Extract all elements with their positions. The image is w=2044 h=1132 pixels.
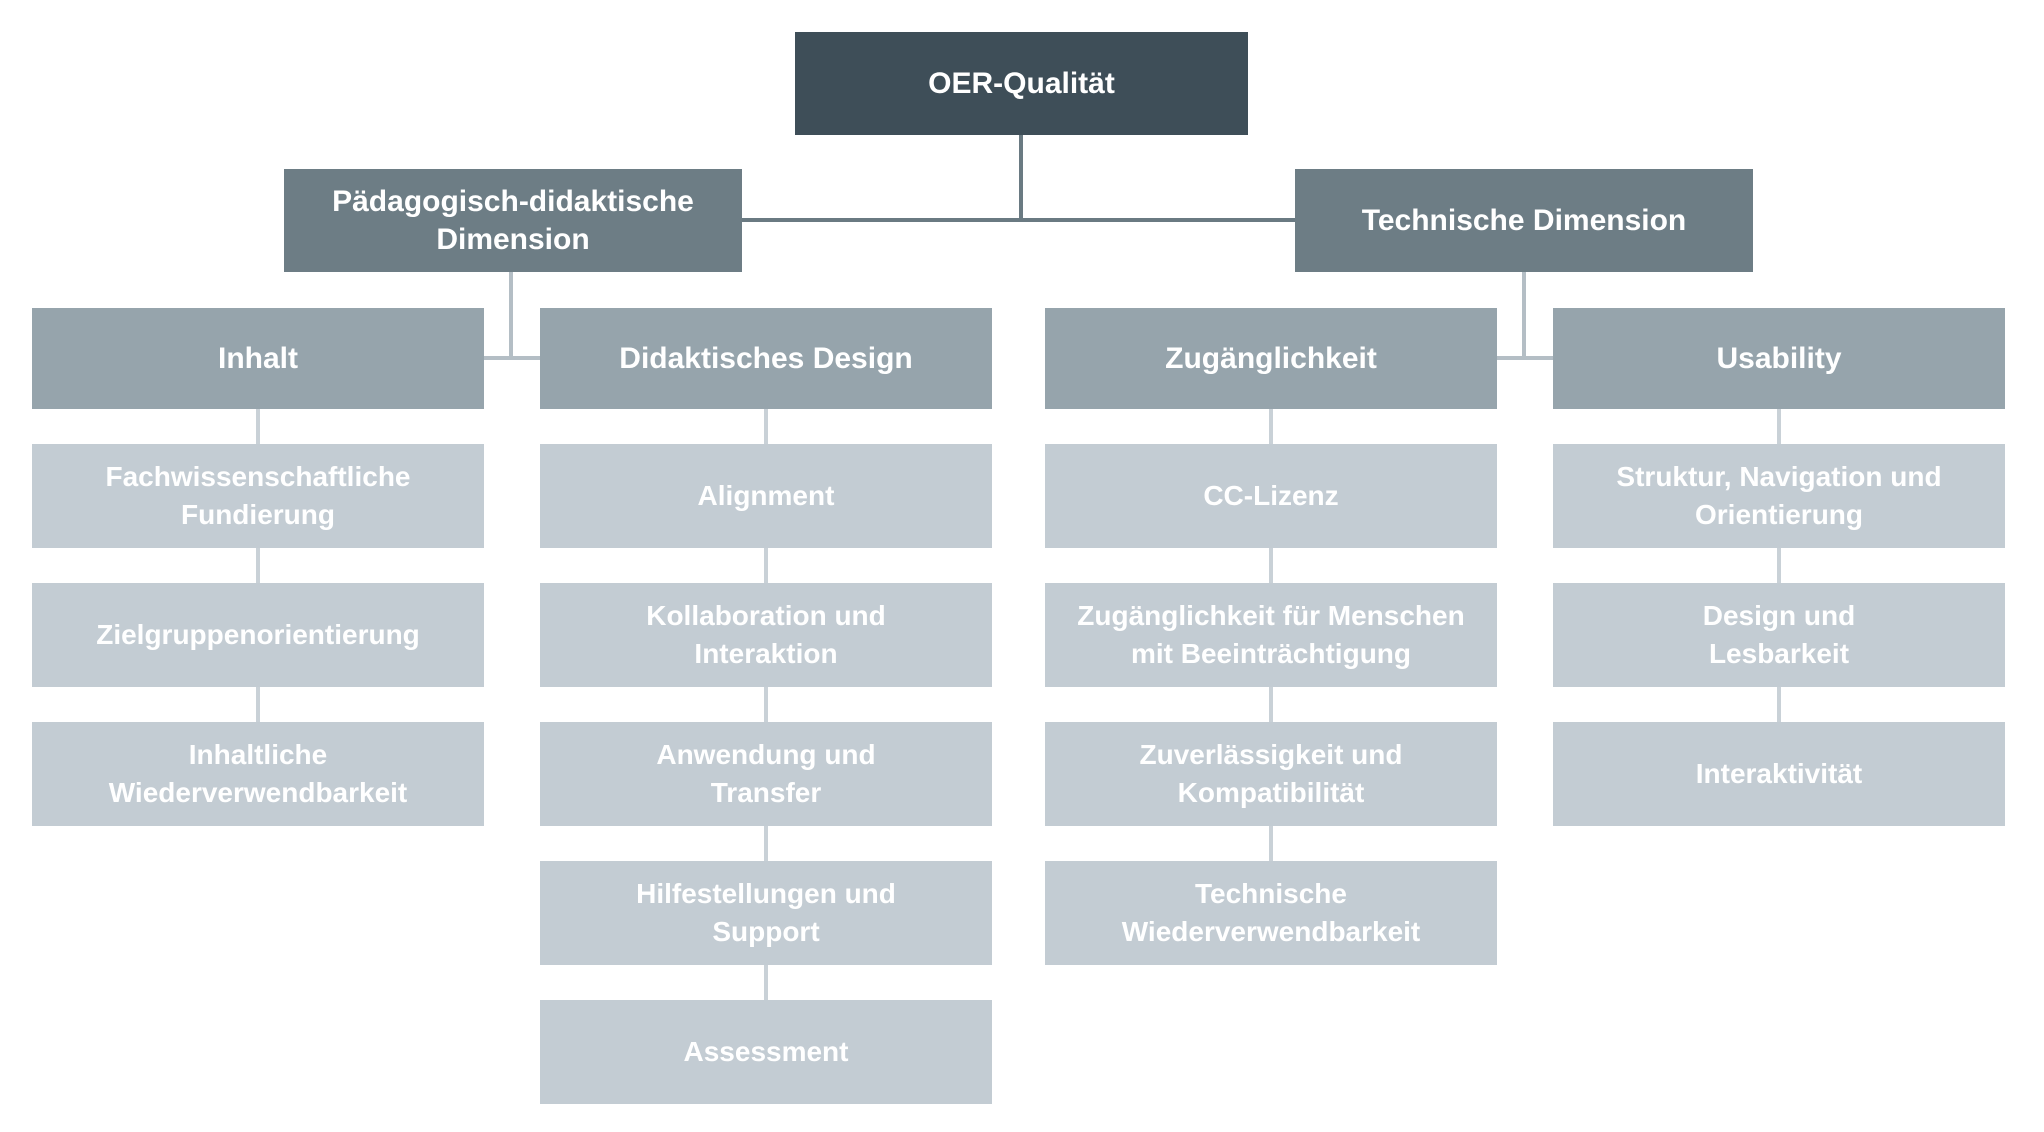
connector-leaf-column-3-segment-2 <box>1777 687 1781 722</box>
node-alignment: Alignment <box>540 444 992 548</box>
connector-paedagogisch-horizontal <box>484 356 540 360</box>
connector-leaf-column-1-segment-3 <box>764 826 768 861</box>
connector-leaf-column-2-segment-0 <box>1269 409 1273 444</box>
node-kollaboration-und-interaktion: Kollaboration und Interaktion <box>540 583 992 687</box>
node-fachwissenschaftliche-fundierung: Fachwissenschaftliche Fundierung <box>32 444 484 548</box>
connector-paedagogisch-vertical <box>509 271 513 360</box>
node-technische-dimension: Technische Dimension <box>1295 169 1753 272</box>
connector-leaf-column-1-segment-2 <box>764 687 768 722</box>
node-zielgruppenorientierung: Zielgruppenorientierung <box>32 583 484 687</box>
node-oer-qualitaet: OER-Qualität <box>795 32 1248 135</box>
node-didaktisches-design: Didaktisches Design <box>540 308 992 409</box>
connector-root-horizontal <box>742 218 1295 222</box>
node-assessment: Assessment <box>540 1000 992 1104</box>
connector-leaf-column-1-segment-1 <box>764 548 768 583</box>
connector-leaf-column-1-segment-4 <box>764 965 768 1000</box>
node-zugaenglichkeit-fuer-menschen-mit-beeintraechtigung: Zugänglichkeit für Menschen mit Beeinträ… <box>1045 583 1497 687</box>
connector-leaf-column-3-segment-0 <box>1777 409 1781 444</box>
connector-leaf-column-2-segment-2 <box>1269 687 1273 722</box>
node-hilfestellungen-und-support: Hilfestellungen und Support <box>540 861 992 965</box>
node-design-und-lesbarkeit: Design und Lesbarkeit <box>1553 583 2005 687</box>
node-zugaenglichkeit: Zugänglichkeit <box>1045 308 1497 409</box>
node-cc-lizenz: CC-Lizenz <box>1045 444 1497 548</box>
node-zuverlaessigkeit-und-kompatibilitaet: Zuverlässigkeit und Kompatibilität <box>1045 722 1497 826</box>
node-inhaltliche-wiederverwendbarkeit: Inhaltliche Wiederverwendbarkeit <box>32 722 484 826</box>
node-inhalt: Inhalt <box>32 308 484 409</box>
connector-leaf-column-1-segment-0 <box>764 409 768 444</box>
connector-leaf-column-0-segment-0 <box>256 409 260 444</box>
node-usability: Usability <box>1553 308 2005 409</box>
connector-technisch-vertical <box>1522 271 1526 360</box>
connector-leaf-column-3-segment-1 <box>1777 548 1781 583</box>
node-technische-wiederverwendbarkeit: Technische Wiederverwendbarkeit <box>1045 861 1497 965</box>
node-anwendung-und-transfer: Anwendung und Transfer <box>540 722 992 826</box>
node-interaktivitaet: Interaktivität <box>1553 722 2005 826</box>
connector-technisch-horizontal <box>1497 356 1553 360</box>
connector-leaf-column-0-segment-2 <box>256 687 260 722</box>
node-struktur-navigation-und-orientierung: Struktur, Navigation und Orientierung <box>1553 444 2005 548</box>
node-paedagogisch-didaktische-dimension: Pädagogisch-didaktische Dimension <box>284 169 742 272</box>
connector-leaf-column-2-segment-3 <box>1269 826 1273 861</box>
connector-root-vertical <box>1019 135 1023 222</box>
connector-leaf-column-2-segment-1 <box>1269 548 1273 583</box>
connector-leaf-column-0-segment-1 <box>256 548 260 583</box>
